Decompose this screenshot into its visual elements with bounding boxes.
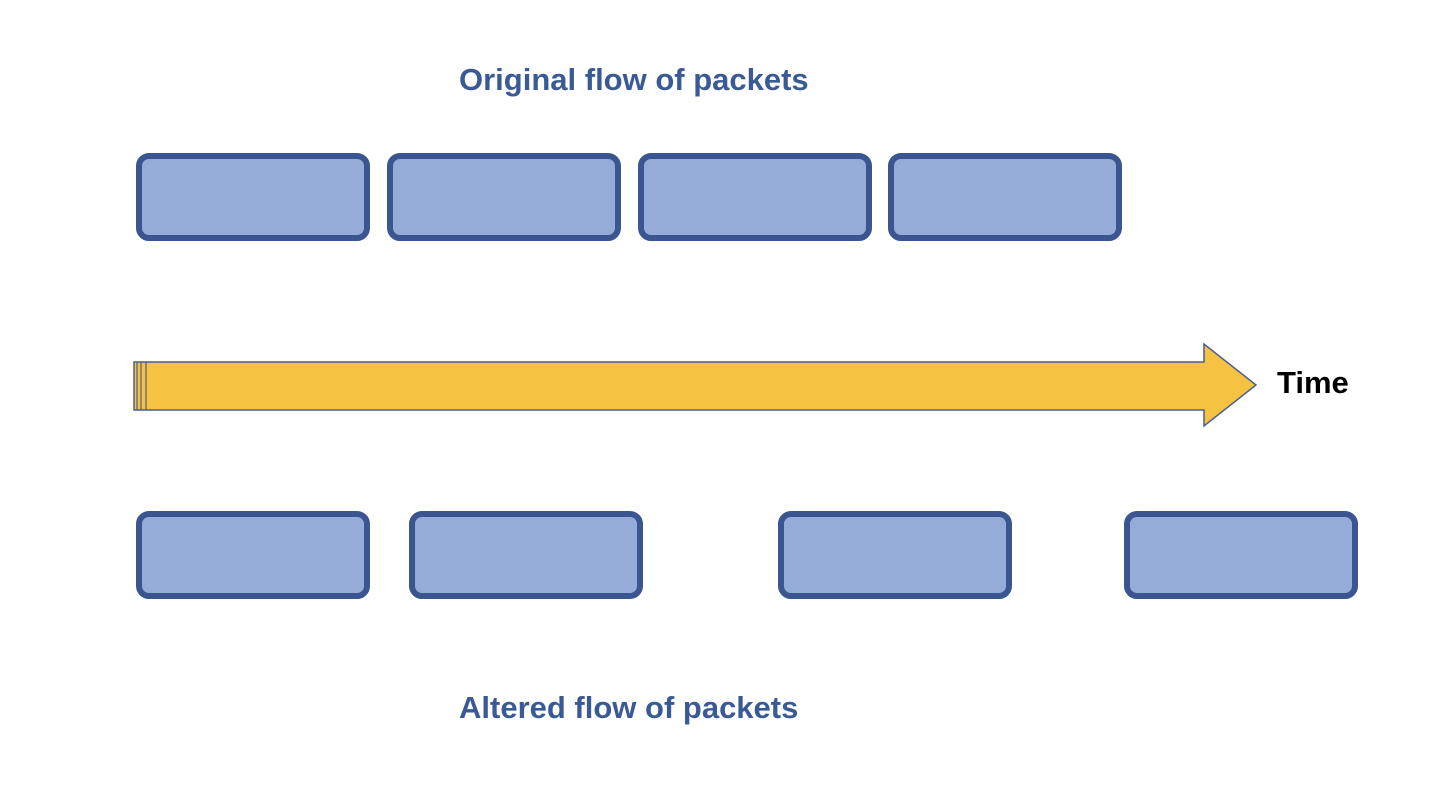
- original-packet: [136, 153, 370, 241]
- altered-flow-title: Altered flow of packets: [459, 690, 799, 725]
- time-axis-label: Time: [1277, 365, 1349, 400]
- original-flow-title: Original flow of packets: [459, 62, 809, 97]
- altered-packet: [1124, 511, 1358, 599]
- altered-packet: [778, 511, 1012, 599]
- altered-packet: [136, 511, 370, 599]
- time-arrow-shape: [133, 342, 1258, 428]
- original-packet: [888, 153, 1122, 241]
- original-packet: [387, 153, 621, 241]
- altered-packet: [409, 511, 643, 599]
- original-packet: [638, 153, 872, 241]
